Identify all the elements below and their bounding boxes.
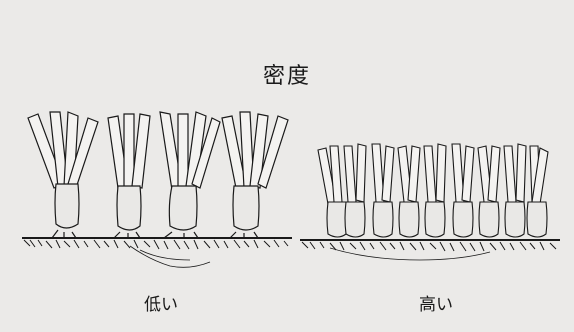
plant-clump (478, 146, 500, 237)
plant-clump (222, 112, 288, 238)
ground-low (22, 238, 292, 267)
plant-clump (28, 112, 98, 238)
plant-clump (452, 144, 474, 237)
label-low-density: 低い (101, 290, 221, 315)
plants-low (28, 112, 288, 238)
plant-clump (344, 144, 366, 237)
plant-clump (504, 144, 526, 237)
ground-high (300, 240, 560, 260)
plants-high (318, 144, 548, 237)
plant-clump (398, 146, 420, 237)
plant-clump (318, 146, 347, 237)
plant-clump (160, 112, 220, 238)
plant-clump (108, 114, 150, 238)
plant-clump (527, 146, 548, 237)
plant-clump (372, 144, 394, 237)
plant-clump (424, 144, 446, 237)
label-high-density: 高い (376, 290, 496, 315)
